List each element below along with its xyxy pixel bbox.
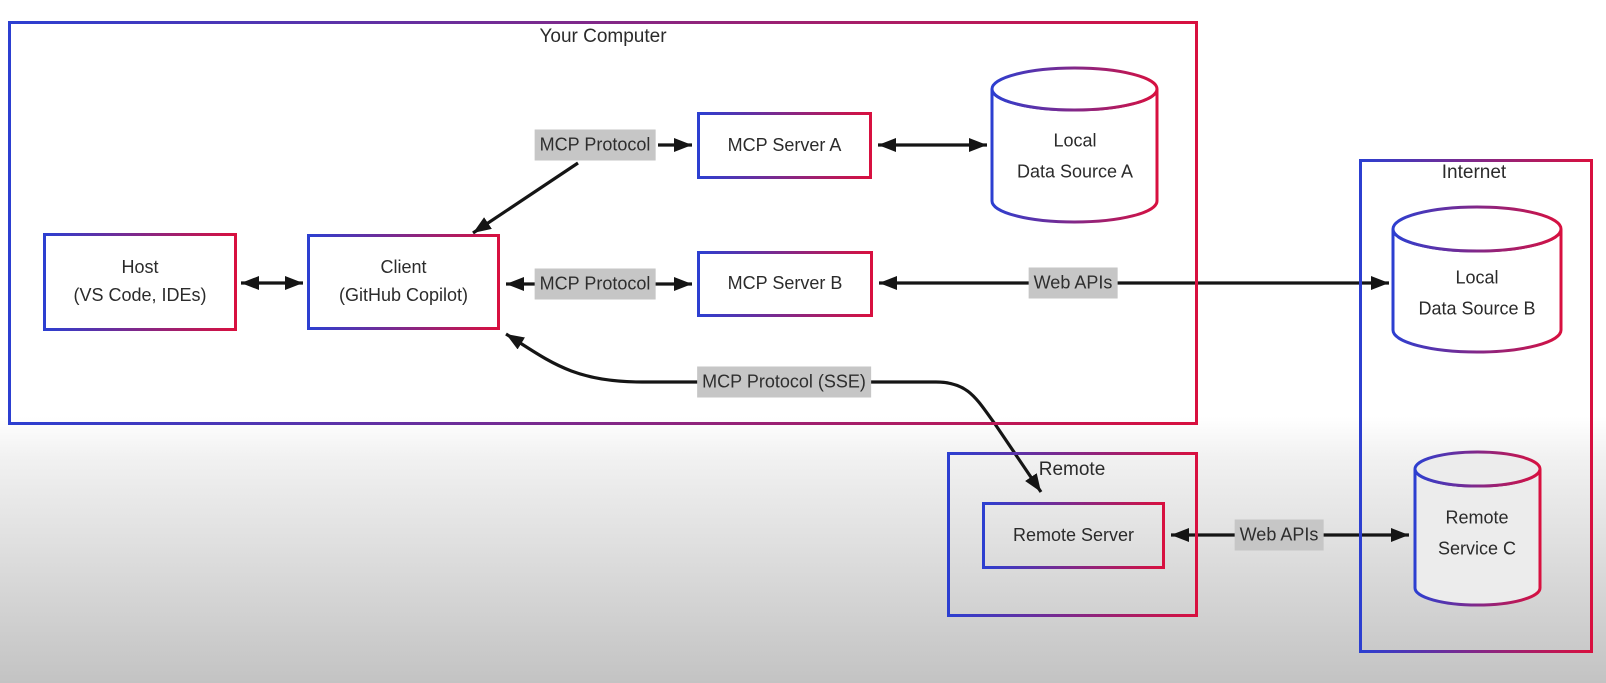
local-data-source-b-line1: Local: [1455, 267, 1499, 288]
remote-service-c-line2: Service C: [1437, 538, 1517, 558]
node-mcp-server-b: MCP Server B: [697, 251, 873, 317]
edge-label-mcp-protocol-sse: MCP Protocol (SSE): [697, 366, 871, 398]
group-internet: [1359, 159, 1593, 653]
edge-label-web-apis-b: Web APIs: [1028, 267, 1118, 299]
node-remote-server-title: Remote Server: [1012, 524, 1135, 545]
node-host-title: Host: [121, 257, 159, 278]
edge-label-mcp-protocol-a: MCP Protocol: [534, 129, 656, 161]
node-mcp-server-a: MCP Server A: [697, 112, 872, 179]
node-remote-server: Remote Server: [982, 502, 1165, 569]
group-title-your-computer: Your Computer: [539, 26, 667, 47]
node-local-data-source-b-label: Local Data Source B: [1418, 262, 1535, 323]
edge-label-mcp-protocol-b: MCP Protocol: [534, 268, 656, 300]
local-data-source-a-line2: Data Source A: [1016, 161, 1134, 181]
node-mcp-server-b-title: MCP Server B: [727, 273, 843, 294]
node-local-data-source-a-label: Local Data Source A: [1017, 125, 1133, 186]
node-host: Host (VS Code, IDEs): [43, 233, 237, 331]
node-remote-service-c-label: Remote Service C: [1438, 502, 1516, 563]
node-client: Client (GitHub Copilot): [307, 234, 500, 330]
node-host-subtitle: (VS Code, IDEs): [73, 285, 207, 305]
node-client-title: Client: [380, 257, 427, 278]
local-data-source-a-line1: Local: [1053, 130, 1097, 151]
remote-service-c-line1: Remote: [1445, 507, 1509, 528]
node-client-subtitle: (GitHub Copilot): [338, 285, 469, 305]
local-data-source-b-line2: Data Source B: [1418, 298, 1536, 318]
group-title-internet: Internet: [1441, 162, 1507, 183]
group-title-remote: Remote: [1038, 459, 1106, 480]
edge-label-web-apis-c: Web APIs: [1234, 519, 1324, 551]
node-mcp-server-a-title: MCP Server A: [727, 134, 842, 155]
group-your-computer: [8, 21, 1198, 425]
